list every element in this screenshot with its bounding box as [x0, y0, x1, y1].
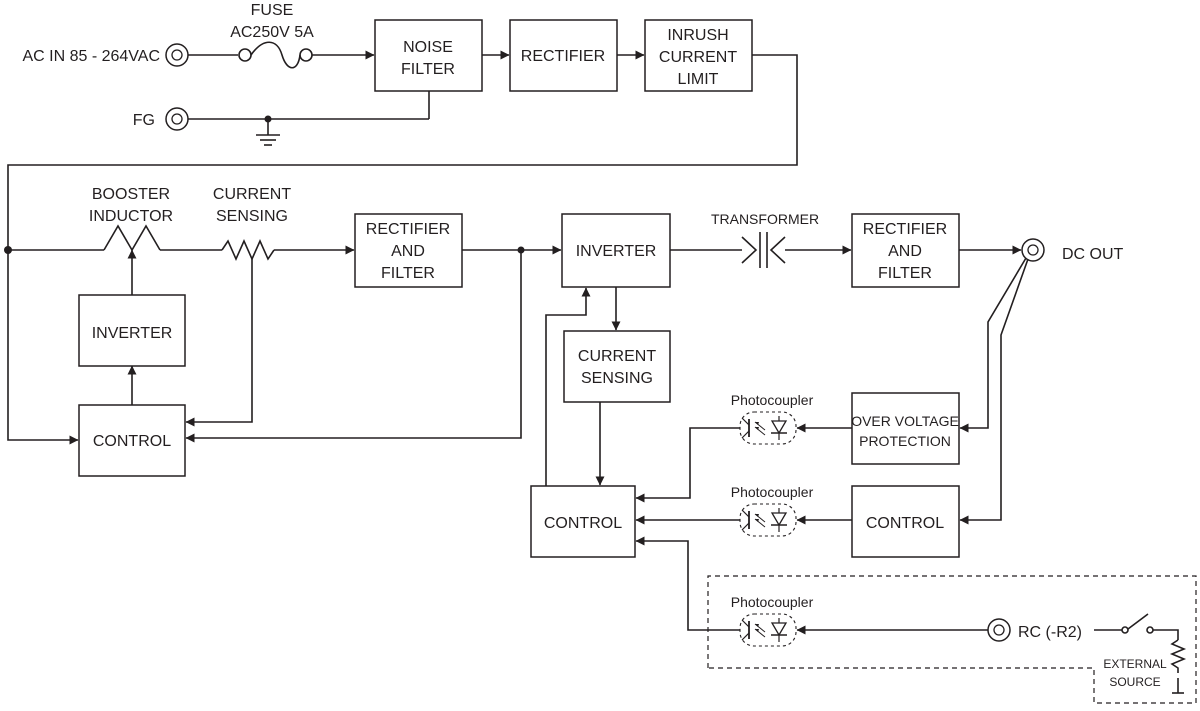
control-main-block: CONTROL	[530, 485, 636, 558]
fuse-label: FUSE	[251, 2, 294, 19]
wire-sense-to-control	[185, 259, 253, 427]
remote-option-boundary	[707, 575, 1197, 704]
inverter-main-block: INVERTER	[561, 213, 671, 288]
wire-photocoupler-1-to-control	[635, 427, 740, 503]
rectifier-block-1: RECTIFIER	[509, 19, 618, 92]
photocoupler-icon	[739, 503, 797, 537]
photocoupler-3-label: Photocoupler	[731, 594, 814, 610]
rectifier-1-label: RECTIFIER	[521, 48, 605, 65]
control-pfc-block: CONTROL	[78, 404, 186, 477]
current-sensing-1-label-1: CURRENT	[213, 186, 291, 203]
booster-inductor-label-2: INDUCTOR	[89, 208, 173, 225]
fuse-rating: AC250V 5A	[230, 24, 314, 41]
ground-icon	[1172, 678, 1184, 694]
photocoupler-1-label: Photocoupler	[731, 392, 814, 408]
rectifier-and-filter-block-2: RECTIFIER AND FILTER	[851, 213, 960, 288]
fg-terminal	[165, 107, 189, 131]
inrush-label-1: INRUSH	[667, 27, 728, 44]
inverter-pfc-block: INVERTER	[78, 294, 186, 367]
resistor-icon	[1169, 639, 1187, 673]
transformer-label: TRANSFORMER	[711, 211, 819, 227]
ac-in-label: AC IN 85 - 264VAC	[22, 48, 160, 65]
photocoupler-icon	[739, 613, 797, 647]
rf1-label-2: AND	[391, 243, 425, 260]
noise-filter-label-2: FILTER	[401, 61, 455, 78]
current-sensing-1-label-2: SENSING	[216, 208, 288, 225]
inrush-current-limit-block: INRUSH CURRENT LIMIT	[644, 19, 753, 92]
ovp-label-2: PROTECTION	[859, 433, 951, 449]
wire-photocoupler-3-to-control	[635, 536, 740, 631]
wire-control-to-inverter-main	[545, 287, 591, 486]
dc-out-terminal	[1021, 238, 1045, 262]
photocoupler-2-label: Photocoupler	[731, 484, 814, 500]
rf2-label-1: RECTIFIER	[863, 221, 947, 238]
noise-filter-block: NOISE FILTER	[374, 19, 483, 92]
rc-terminal	[987, 618, 1011, 642]
booster-inductor-label-1: BOOSTER	[92, 186, 170, 203]
resistor-icon	[221, 239, 275, 261]
rf2-label-3: FILTER	[878, 265, 932, 282]
current-sensing-2-label-1: CURRENT	[578, 348, 656, 365]
inrush-label-2: CURRENT	[659, 49, 737, 66]
booster-inductor-icon	[103, 224, 161, 252]
control-output-block: CONTROL	[851, 485, 960, 558]
switch-icon	[1094, 613, 1179, 640]
external-source-label-1: EXTERNAL	[1103, 657, 1167, 671]
control-main-label: CONTROL	[544, 515, 622, 532]
ovp-label-1: OVER VOLTAGE	[851, 413, 959, 429]
wire-bus-to-control	[7, 250, 79, 445]
inrush-label-3: LIMIT	[678, 71, 719, 88]
current-sensing-block-2: CURRENT SENSING	[563, 330, 671, 403]
rf2-label-2: AND	[888, 243, 922, 260]
wire-inrush-to-booster	[7, 54, 798, 250]
external-source-label-2: SOURCE	[1109, 675, 1160, 689]
rc-label: RC (-R2)	[1018, 624, 1082, 641]
wire-dc-out-to-control	[959, 258, 1029, 525]
current-sensing-2-label-2: SENSING	[581, 370, 653, 387]
rectifier-and-filter-block-1: RECTIFIER AND FILTER	[354, 213, 463, 288]
ground-icon	[256, 119, 280, 146]
fuse-icon	[238, 41, 313, 69]
photocoupler-icon	[739, 411, 797, 445]
inverter-main-label: INVERTER	[576, 243, 657, 260]
fg-label: FG	[133, 112, 155, 129]
control-pfc-label: CONTROL	[93, 433, 171, 450]
dc-out-label: DC OUT	[1062, 246, 1124, 263]
noise-filter-label-1: NOISE	[403, 39, 453, 56]
ac-in-terminal	[165, 43, 189, 67]
rf1-label-1: RECTIFIER	[366, 221, 450, 238]
wire-dc-bus-to-control	[185, 250, 522, 443]
inverter-pfc-label: INVERTER	[92, 325, 173, 342]
over-voltage-protection-block: OVER VOLTAGE PROTECTION	[851, 392, 960, 465]
rf1-label-3: FILTER	[381, 265, 435, 282]
wire-dc-out-to-ovp	[959, 257, 1027, 433]
transformer-icon	[741, 232, 786, 268]
control-output-label: CONTROL	[866, 515, 944, 532]
